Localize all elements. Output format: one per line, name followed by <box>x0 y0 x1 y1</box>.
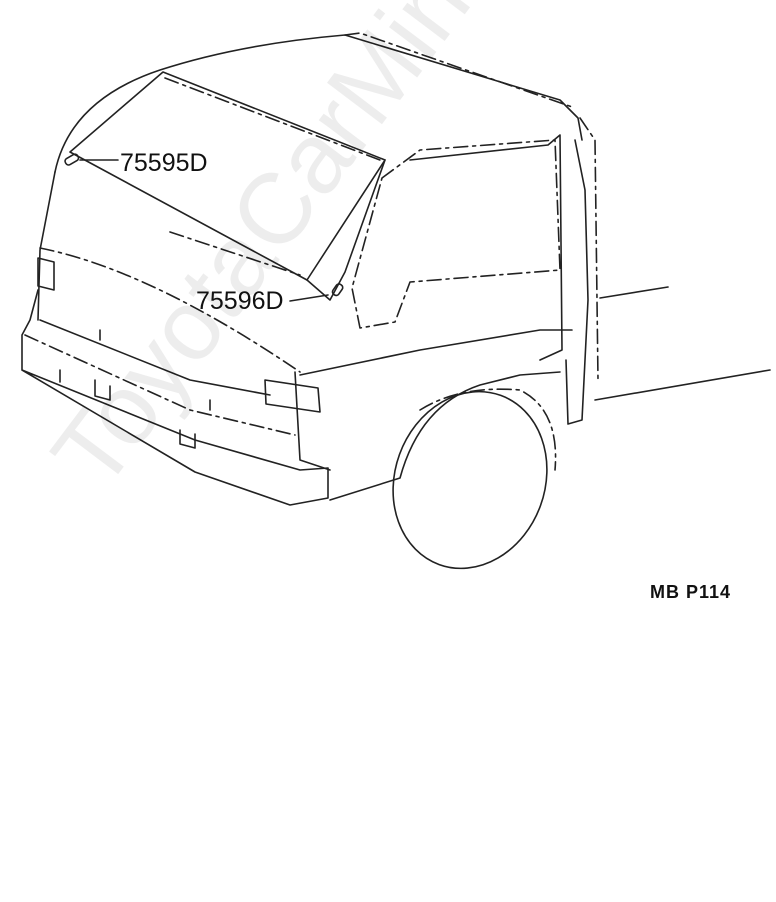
part-75596D-marker <box>331 283 344 297</box>
windshield-lower <box>169 231 301 276</box>
wheel-arch-dash <box>419 388 557 471</box>
roof-rear-edge <box>344 32 576 109</box>
door-frame <box>409 134 563 361</box>
chassis-rail-upper <box>599 286 669 299</box>
bumper-line <box>24 334 296 436</box>
door-rear <box>565 139 589 425</box>
part-75595D-marker <box>64 153 80 166</box>
door-window <box>351 139 561 329</box>
callout-75596D: 75596D <box>196 287 284 315</box>
headlight <box>264 379 321 413</box>
windshield <box>69 71 386 281</box>
vert-marks <box>59 329 211 449</box>
front-lower-panel <box>21 289 329 506</box>
chassis-rail-lower <box>594 369 771 401</box>
side-body <box>299 329 573 376</box>
callout-75595D: 75595D <box>120 149 208 177</box>
leader-75596D <box>289 294 329 302</box>
roof-outline <box>54 34 583 173</box>
fender-arch <box>329 371 561 501</box>
page-code: MB P114 <box>650 582 732 602</box>
cab-front-left-edge <box>37 171 56 321</box>
grille-top <box>37 257 55 291</box>
bumper-line-2 <box>39 319 271 396</box>
front-fender <box>294 371 331 471</box>
front-wheel <box>392 390 548 570</box>
a-pillar <box>306 159 386 301</box>
rear-pillar <box>579 117 599 381</box>
cab-front-panel <box>39 247 301 373</box>
windshield-inner <box>164 77 381 161</box>
